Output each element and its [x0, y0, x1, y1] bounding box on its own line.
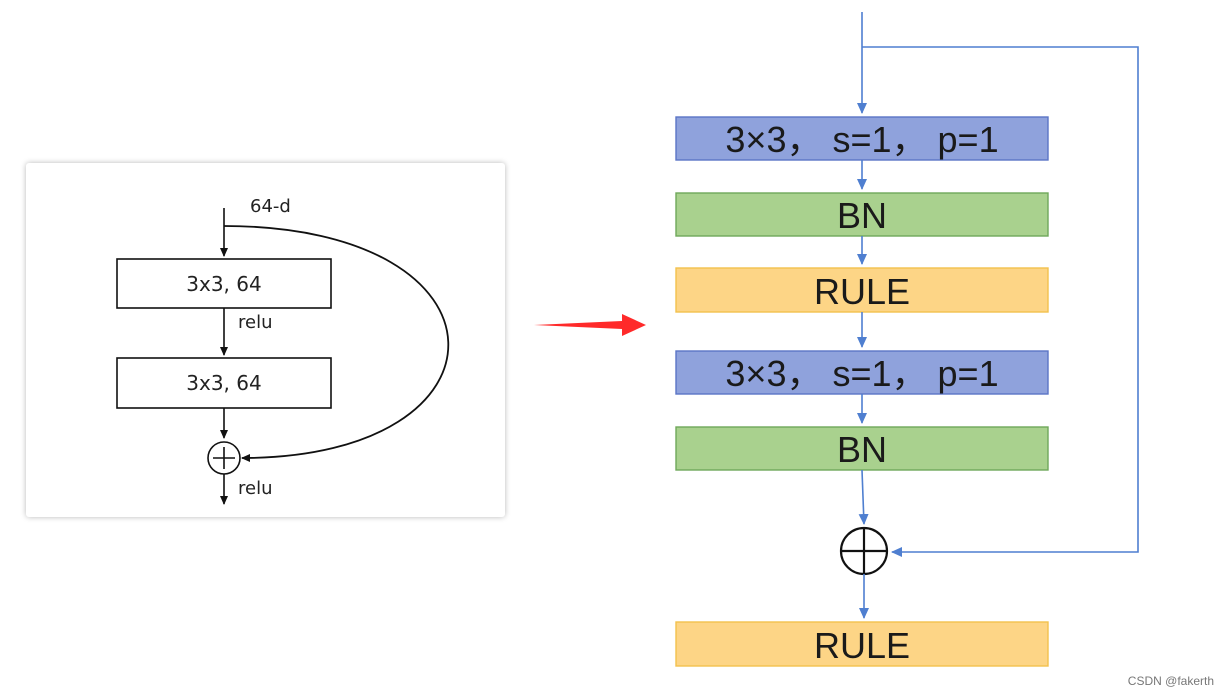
left-relu2-label: relu [238, 478, 273, 499]
left-conv2-label: 3x3, 64 [186, 371, 261, 395]
watermark: CSDN @fakerth [1127, 674, 1214, 688]
left-add-icon [207, 441, 241, 475]
right-arrow-5 [858, 469, 869, 525]
right-bn2-box [675, 426, 1049, 471]
right-conv2-box [675, 350, 1049, 395]
left-conv1-box [116, 258, 332, 309]
right-skip-connection [862, 46, 1139, 557]
left-relu1-label: relu [238, 312, 273, 333]
right-act2-box [675, 621, 1049, 667]
right-add-icon [839, 526, 889, 576]
right-bn1-box [675, 192, 1049, 237]
right-act2-label: RULE [814, 625, 910, 666]
right-conv1-box [675, 116, 1049, 161]
right-act1-box [675, 267, 1049, 313]
right-residual-block: 3×3， s=1， p=1 BN RULE 3×3， s=1， p=1 BN R… [675, 12, 1139, 667]
right-conv1-label: 3×3， s=1， p=1 [725, 119, 998, 160]
right-bn1-label: BN [837, 195, 887, 236]
right-bn2-label: BN [837, 429, 887, 470]
left-conv1-label: 3x3, 64 [186, 272, 261, 296]
right-act1-label: RULE [814, 271, 910, 312]
left-input-label: 64-d [250, 196, 291, 217]
left-residual-block: 64-d 3x3, 64 relu 3x3, 64 relu [116, 196, 450, 505]
transform-arrow-icon [534, 314, 646, 336]
left-skip-connection [223, 225, 450, 462]
right-conv2-label: 3×3， s=1， p=1 [725, 353, 998, 394]
